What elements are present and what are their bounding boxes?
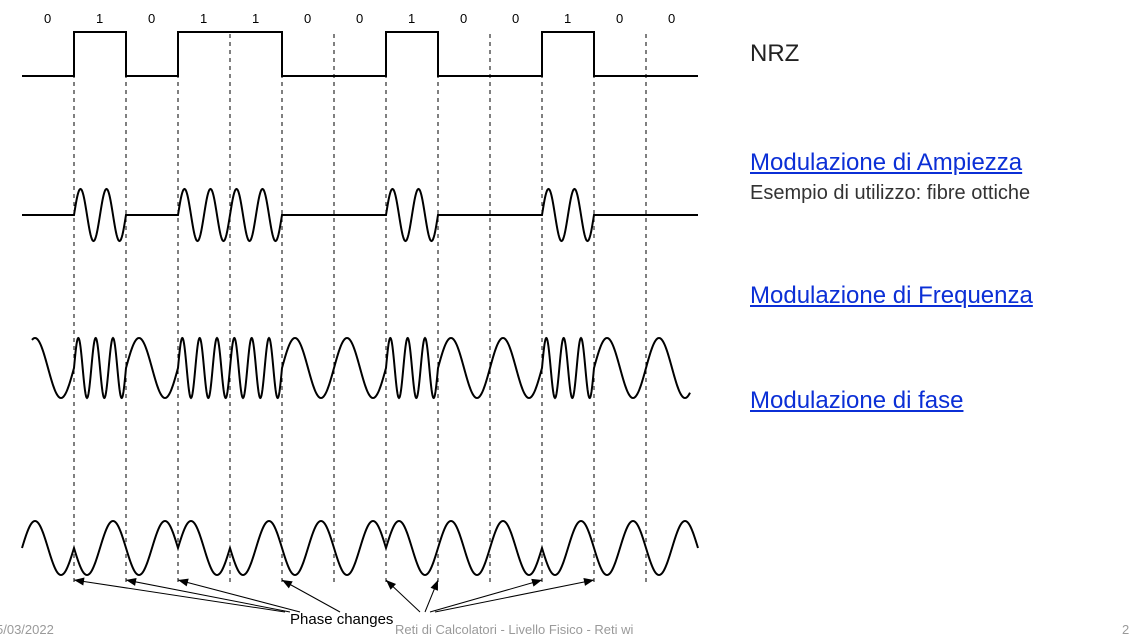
pm-link[interactable]: Modulazione di fase: [750, 387, 964, 414]
bit-boundary-lines: [73, 34, 647, 585]
phase-change-arrow: [177, 579, 301, 613]
footer-title: Reti di Calcolatori - Livello Fisico - R…: [395, 622, 634, 637]
fm-waveform: [31, 336, 691, 400]
bit-label: 0: [356, 11, 363, 26]
footer-date: 5/03/2022: [0, 622, 54, 637]
arrow-head: [282, 580, 293, 589]
bit-label: 1: [252, 11, 259, 26]
bit-label: 0: [616, 11, 623, 26]
arrow-head: [178, 578, 189, 587]
fm-link[interactable]: Modulazione di Frequenza: [750, 282, 1033, 309]
bit-label: 1: [96, 11, 103, 26]
footer-page-number: 2: [1122, 622, 1130, 637]
modulation-diagram: 0 1 0 1 1 0 0 1 0 0 1 0 0 Phase changes: [21, 11, 699, 628]
phase-changes-label: Phase changes: [290, 611, 393, 628]
arrow-head: [126, 577, 137, 586]
am-note: Esempio di utilizzo: fibre ottiche: [750, 182, 1031, 204]
bit-label: 0: [44, 11, 51, 26]
bit-label: 1: [200, 11, 207, 26]
arrow-head: [430, 580, 438, 591]
nrz-label: NRZ: [750, 40, 800, 67]
phase-change-arrow: [429, 579, 543, 613]
arrow-head: [583, 578, 594, 586]
phase-change-arrow: [73, 579, 286, 613]
phase-change-arrow: [281, 579, 341, 613]
am-waveform: [22, 187, 698, 243]
bit-label: 1: [564, 11, 571, 26]
phase-change-arrows: [73, 577, 595, 613]
arrow-head: [74, 577, 85, 586]
bit-label: 0: [668, 11, 675, 26]
bit-label: 0: [148, 11, 155, 26]
phase-change-arrow: [125, 579, 291, 613]
bit-label: 0: [460, 11, 467, 26]
bit-label: 0: [512, 11, 519, 26]
arrow-head: [386, 580, 397, 590]
am-link[interactable]: Modulazione di Ampiezza: [750, 149, 1023, 176]
arrow-head: [531, 578, 542, 587]
phase-change-arrow: [434, 579, 595, 613]
bit-labels: 0 1 0 1 1 0 0 1 0 0 1 0 0: [44, 11, 675, 26]
bit-label: 1: [408, 11, 415, 26]
bit-label: 0: [304, 11, 311, 26]
nrz-waveform: [22, 31, 698, 77]
pm-waveform: [21, 519, 699, 577]
